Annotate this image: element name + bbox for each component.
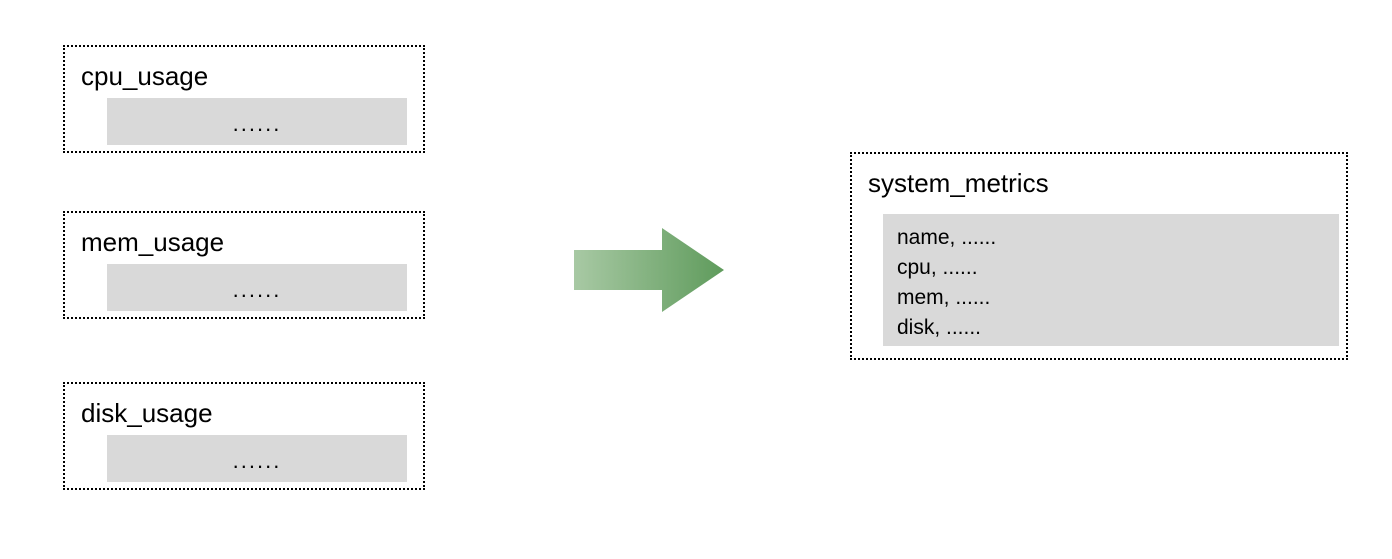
ellipsis-placeholder: ...... (232, 110, 282, 136)
entity-body: name, ...... cpu, ...... mem, ...... dis… (883, 214, 1339, 346)
entity-title: mem_usage (81, 227, 225, 257)
entity-title: cpu_usage (81, 61, 209, 91)
field-row: mem, ...... (897, 286, 991, 309)
field-row: name, ...... (897, 226, 997, 249)
entity-box-disk-usage[interactable]: disk_usage ...... (63, 382, 425, 490)
field-row: cpu, ...... (897, 256, 978, 279)
entity-body: ...... (107, 264, 407, 311)
field-row: disk, ...... (897, 316, 982, 339)
entity-body: ...... (107, 98, 407, 145)
entity-box-system-metrics[interactable]: system_metrics name, ...... cpu, ...... … (850, 152, 1348, 360)
arrow-right-icon (574, 228, 724, 312)
transform-arrow (574, 228, 724, 312)
ellipsis-placeholder: ...... (232, 276, 282, 302)
entity-box-cpu-usage[interactable]: cpu_usage ...... (63, 45, 425, 153)
entity-box-mem-usage[interactable]: mem_usage ...... (63, 211, 425, 319)
entity-title: disk_usage (81, 398, 213, 428)
ellipsis-placeholder: ...... (232, 447, 282, 473)
entity-body: ...... (107, 435, 407, 482)
entity-title: system_metrics (868, 168, 1049, 198)
